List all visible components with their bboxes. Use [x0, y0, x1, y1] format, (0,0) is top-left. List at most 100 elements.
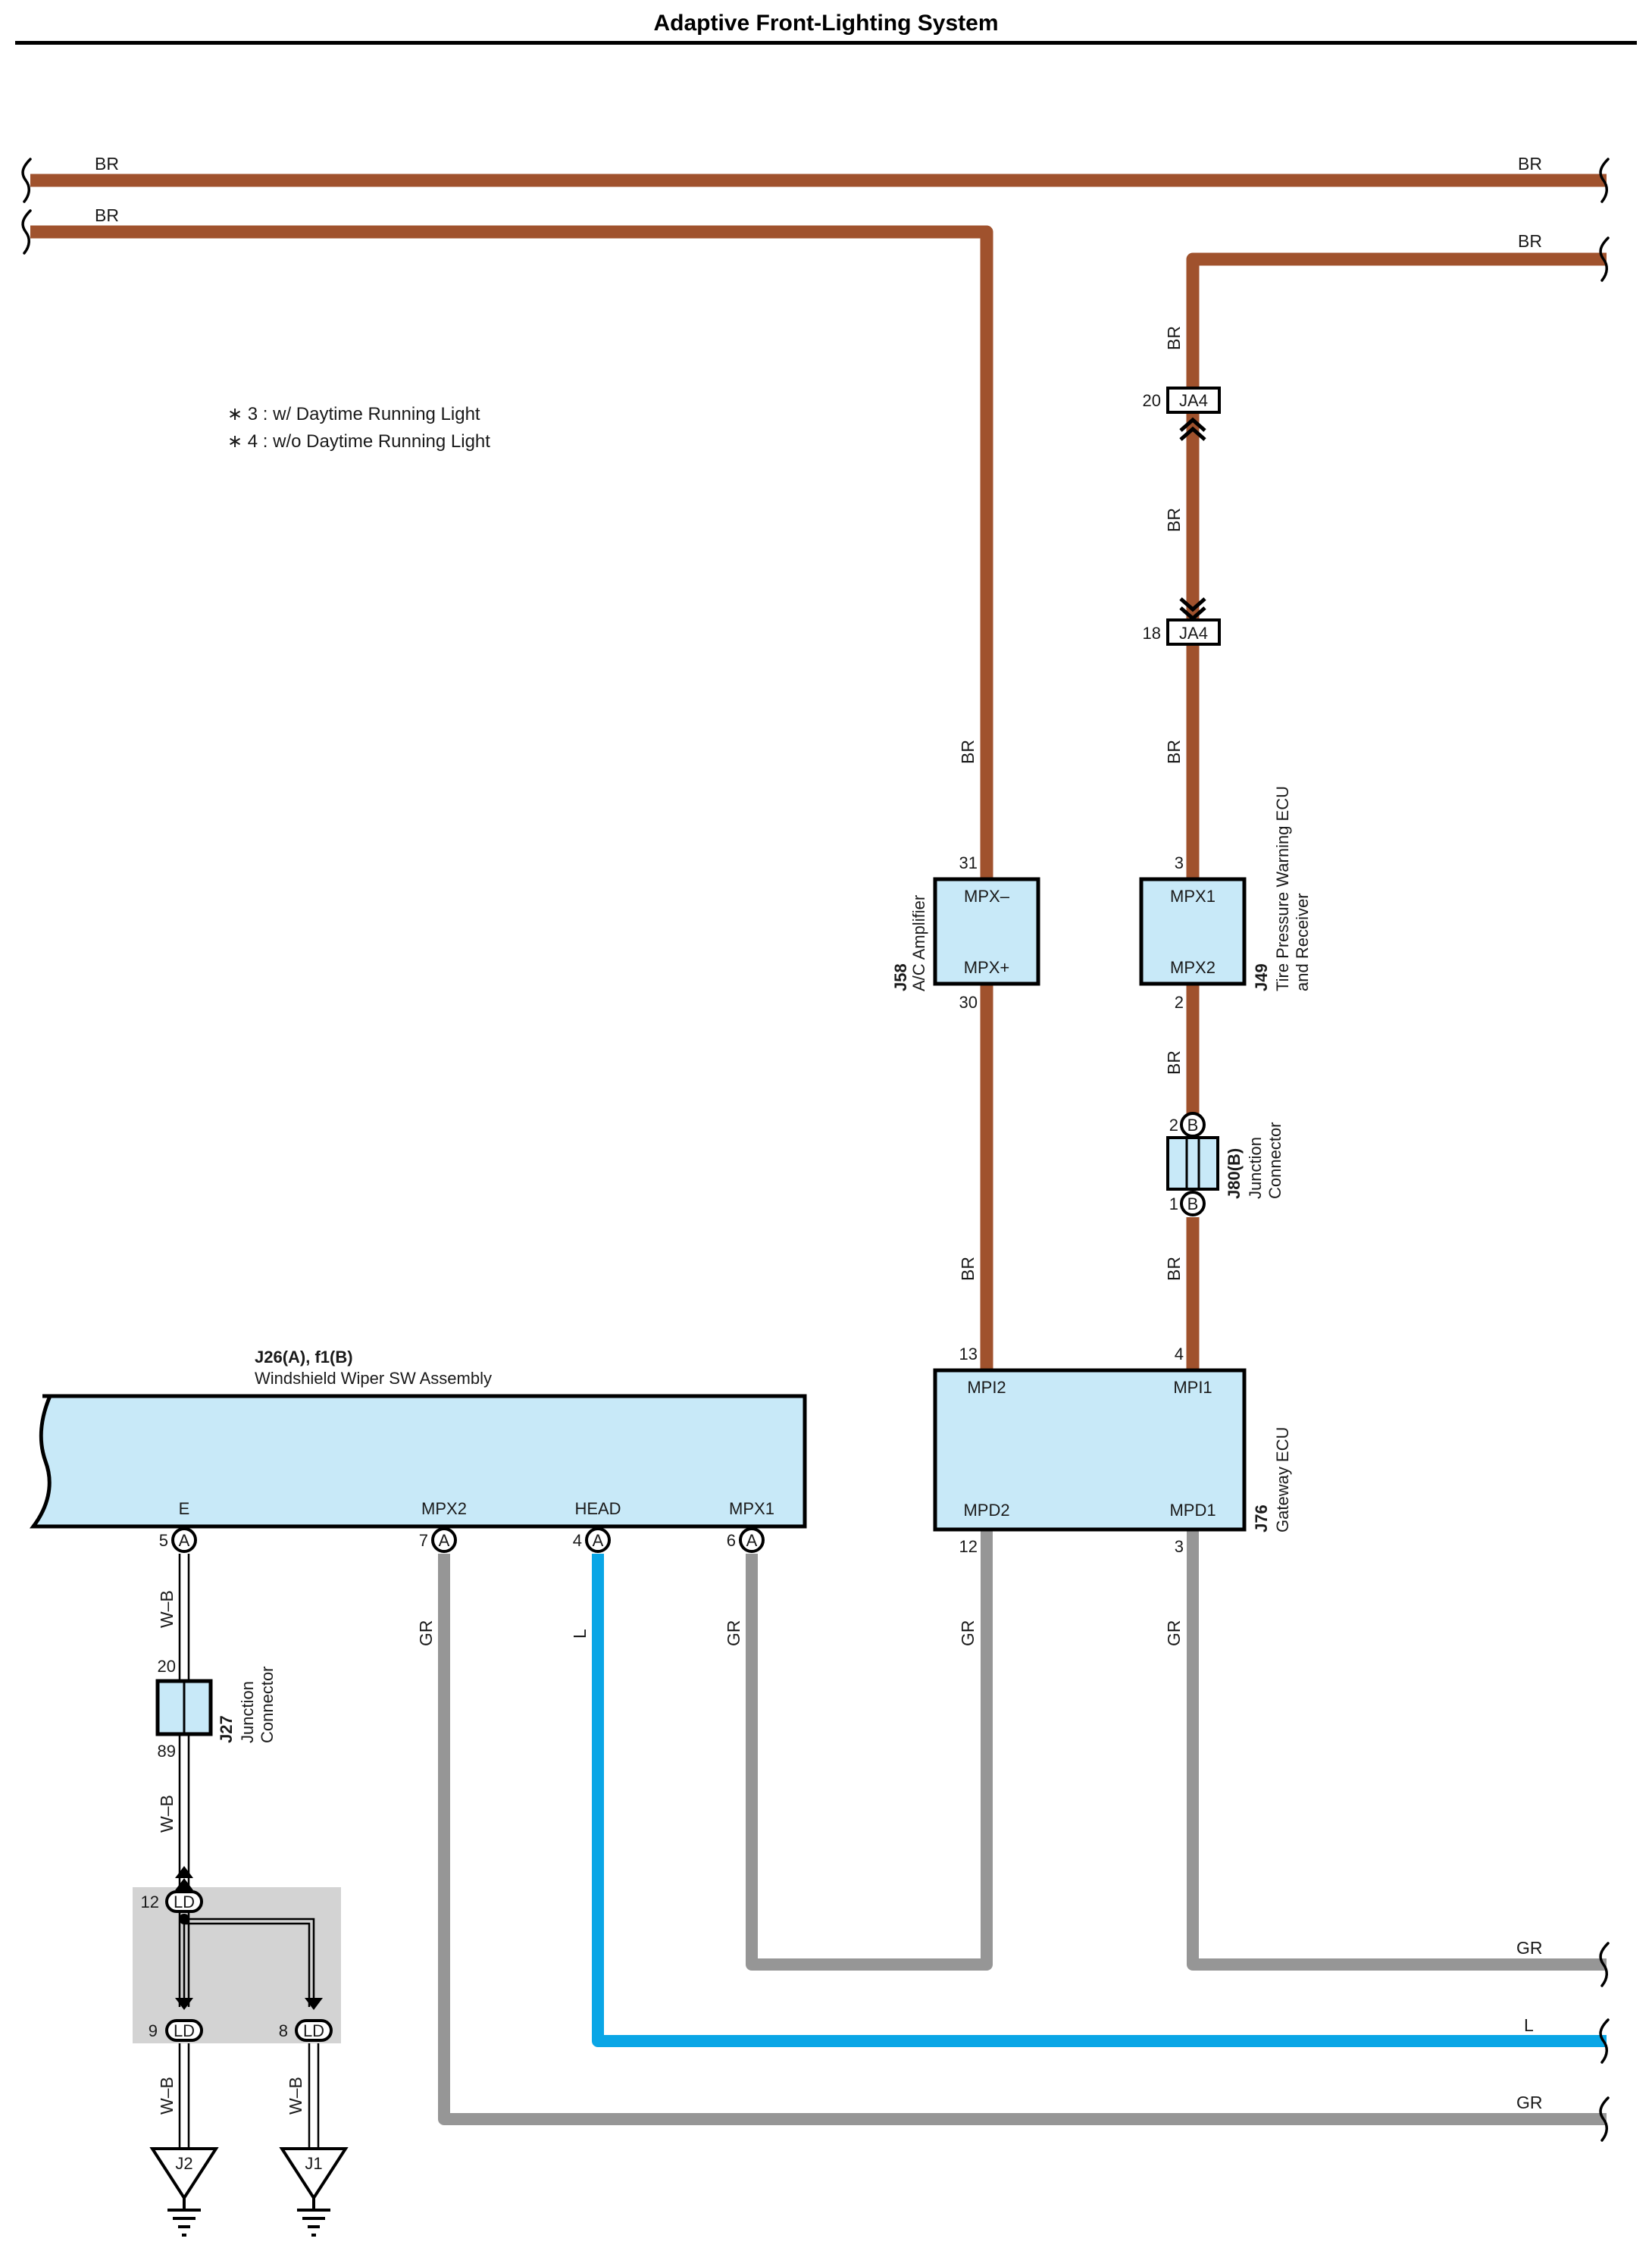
wire-br-to-a-c-amplifier [30, 225, 993, 879]
wire-color-label: W–B [157, 1795, 177, 1833]
ja4-pin-lower: 18 [1143, 624, 1161, 643]
wire-color-label: BR [1164, 1050, 1184, 1075]
ld-splice-block: LD 12 LD 9 LD 8 [133, 1866, 341, 2043]
j76-terminal-mpi2: MPI2 [967, 1378, 1006, 1397]
windshield-wiper-sw-assembly-j26: J26(A), f1(B) Windshield Wiper SW Assemb… [30, 1348, 807, 1553]
ground-icon [297, 2198, 330, 2237]
wire-color-label: BR [1164, 740, 1184, 764]
j76-terminal-mpd2: MPD2 [963, 1501, 1009, 1520]
wire-wb-ld-to-j2 [178, 2041, 190, 2149]
wire-wb-ld-to-j1 [308, 2041, 320, 2149]
j76-pin: 12 [959, 1537, 978, 1556]
j27-id: J27 [217, 1715, 236, 1743]
j26-pin: 5 [159, 1531, 168, 1550]
j58-terminal-mpx-minus: MPX– [964, 887, 1010, 906]
j76-pin: 13 [959, 1345, 978, 1363]
j26-conn: A [593, 1531, 604, 1550]
junction-connector-j80: B 2 B 1 J80(B) Junction Connector [1166, 1112, 1284, 1216]
wire-color-label: BR [1518, 231, 1542, 251]
wire-gr-gateway-mpd1 [1187, 1529, 1607, 1971]
ja4-label: JA4 [1179, 391, 1208, 410]
j49-name-line2: and Receiver [1293, 893, 1312, 991]
title-divider [15, 41, 1637, 45]
wire-color-label: L [570, 1629, 590, 1639]
wire-gr-mpx2 [438, 1554, 1607, 2125]
tire-pressure-warning-ecu-j49: MPX1 MPX2 3 2 J49 Tire Pressure Warning … [1139, 786, 1312, 1012]
wire-color-label: GR [1164, 1620, 1184, 1647]
j80-conn-bottom: B [1187, 1194, 1199, 1213]
j26-conn: A [179, 1531, 190, 1550]
wire-color-label: GR [724, 1620, 743, 1647]
wire-continuation-mark [1599, 158, 1610, 203]
ground-j1: J1 [279, 2147, 349, 2237]
ld-pin-top: 12 [141, 1893, 159, 1911]
ld-label: LD [174, 1893, 195, 1911]
j76-terminal-mpi1: MPI1 [1173, 1378, 1212, 1397]
wire-color-label: W–B [157, 1590, 177, 1628]
note-line: ∗ 3 : w/ Daytime Running Light [227, 404, 480, 424]
wire-color-label: GR [1516, 1938, 1543, 1958]
wire-continuation-mark [21, 209, 32, 255]
wire-gr-gateway-mpd2-loop [746, 1529, 993, 1971]
page-title: Adaptive Front-Lighting System [653, 11, 999, 36]
j49-pin-bottom: 2 [1175, 993, 1184, 1012]
j27-pin-top: 20 [158, 1657, 176, 1676]
wire-wb-to-j27 [178, 1554, 190, 1681]
j80-name-line1: Junction [1246, 1137, 1265, 1199]
j58-terminal-mpx-plus: MPX+ [964, 958, 1010, 977]
gateway-ecu-j76: MPI2 MPI1 MPD2 MPD1 13 4 12 3 J76 Gatewa… [933, 1345, 1292, 1556]
j27-pin-bottom: 89 [158, 1742, 176, 1761]
j58-pin-top: 31 [959, 853, 978, 872]
wire-color-label: BR [958, 740, 978, 764]
wire-l-head [592, 1554, 1607, 2047]
chevron-up-icon [1179, 417, 1206, 441]
ld-pin-right: 8 [279, 2021, 288, 2040]
wire-continuation-mark [1599, 236, 1610, 282]
j26-pin: 4 [573, 1531, 582, 1550]
j80-conn-top: B [1187, 1116, 1199, 1135]
arrow-down-icon [305, 1998, 323, 2010]
wire-color-label: BR [95, 205, 119, 225]
j80-pin-bottom: 1 [1169, 1194, 1178, 1213]
ground-label: J2 [175, 2154, 192, 2173]
j80-pin-top: 2 [1169, 1116, 1178, 1135]
wire-color-label: W–B [157, 2077, 177, 2115]
j58-pin-bottom: 30 [959, 993, 978, 1012]
wire-continuation-mark [1599, 2096, 1610, 2142]
ja4-pin-upper: 20 [1143, 391, 1161, 410]
wire-color-label: GR [958, 1620, 978, 1647]
j27-name-line1: Junction [238, 1681, 257, 1743]
ja4-label: JA4 [1179, 624, 1208, 643]
wire-color-label: W–B [286, 2077, 305, 2115]
j76-name: Gateway ECU [1273, 1427, 1292, 1532]
j49-pin-top: 3 [1175, 853, 1184, 872]
j76-pin: 4 [1175, 1345, 1184, 1363]
ground-icon [167, 2198, 201, 2237]
ground-label: J1 [305, 2154, 322, 2173]
j26-name: Windshield Wiper SW Assembly [255, 1369, 492, 1388]
junction-connector-j27: 20 89 J27 Junction Connector [155, 1657, 277, 1761]
j58-name: A/C Amplifier [909, 895, 928, 991]
j58-id: J58 [891, 963, 910, 991]
j80-name-line2: Connector [1266, 1122, 1284, 1199]
wire-continuation-mark [21, 158, 32, 203]
j26-pin: 7 [419, 1531, 428, 1550]
wire-color-label: BR [1164, 508, 1184, 532]
note-line: ∗ 4 : w/o Daytime Running Light [227, 431, 490, 452]
j26-id: J26(A), f1(B) [255, 1348, 353, 1367]
ground-j2: J2 [149, 2147, 219, 2237]
j49-terminal-mpx2: MPX2 [1170, 958, 1216, 977]
j26-conn: A [439, 1531, 450, 1550]
ld-label: LD [174, 2021, 195, 2040]
a-c-amplifier-j58: MPX– MPX+ 31 30 J58 A/C Amplifier [891, 853, 1040, 1012]
wire-continuation-mark [1599, 2018, 1610, 2064]
wire-br-right-to-ja4 [1186, 252, 1607, 393]
j27-name-line2: Connector [258, 1666, 277, 1743]
ja4-connector: JA4 20 JA4 18 [1143, 387, 1221, 646]
wire-color-label: BR [95, 154, 119, 174]
j26-pin: 6 [727, 1531, 736, 1550]
j76-pin: 3 [1175, 1537, 1184, 1556]
ld-label: LD [303, 2021, 324, 2040]
j26-conn: A [746, 1531, 758, 1550]
